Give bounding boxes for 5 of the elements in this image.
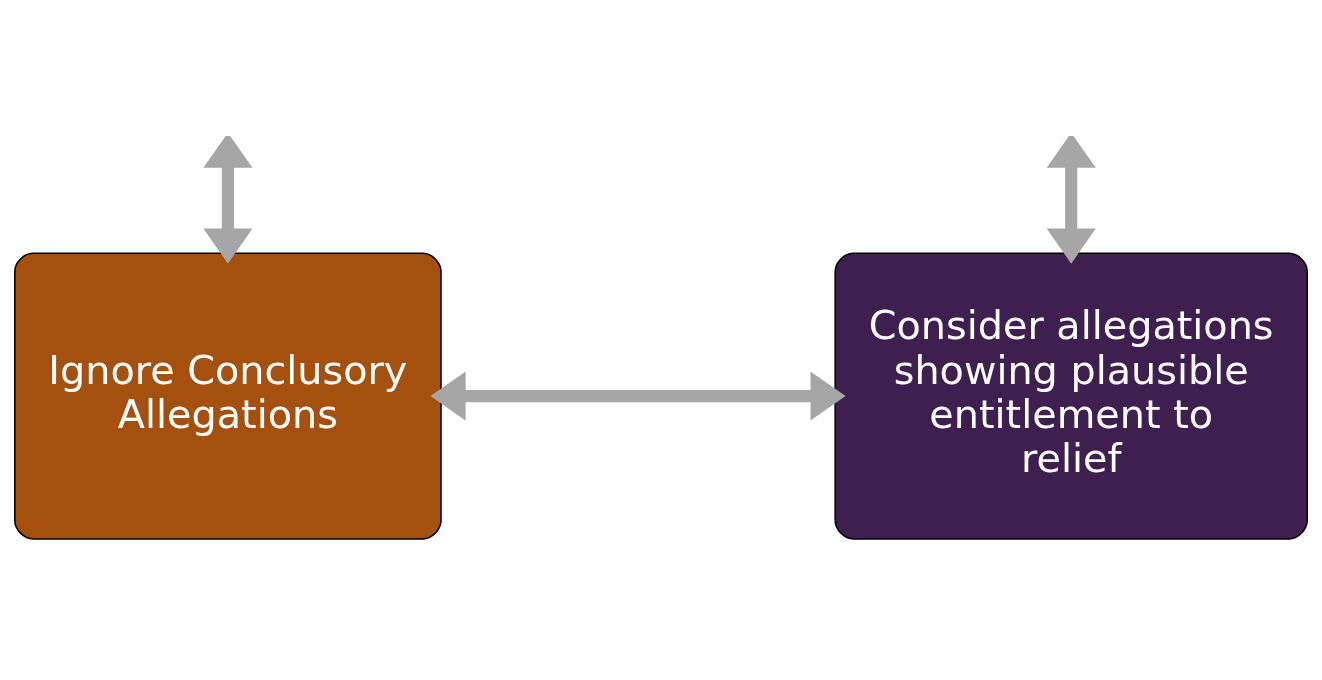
arrow [430,370,846,421]
node-box: Consider allegations showing plausible entitlement to relief [834,251,1308,540]
arrow [1046,135,1096,264]
arrow [203,135,253,264]
node-box: Ignore Conclusory Allegations [14,251,442,540]
